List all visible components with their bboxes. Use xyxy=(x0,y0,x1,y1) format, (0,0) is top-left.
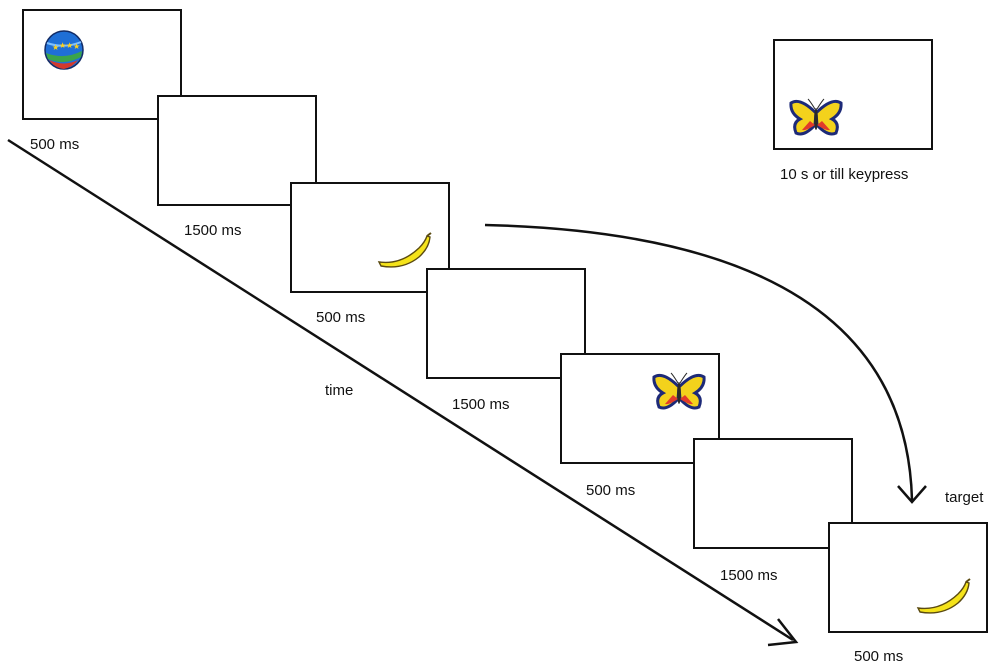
duration-label-2: 1500 ms xyxy=(184,222,242,239)
frame-6 xyxy=(693,438,853,549)
svg-text:★: ★ xyxy=(73,42,80,51)
frame-4 xyxy=(426,268,586,379)
frame-3 xyxy=(290,182,450,293)
duration-label-1: 500 ms xyxy=(30,136,80,153)
ball-icon: ★ ★ ★ ★ xyxy=(44,30,84,70)
svg-text:★: ★ xyxy=(52,43,59,52)
frame-7-target xyxy=(828,522,988,633)
target-curved-arrowhead xyxy=(897,485,927,504)
cue-duration-label: 10 s or till keypress xyxy=(780,166,909,183)
svg-text:★: ★ xyxy=(66,41,73,50)
frame-1: ★ ★ ★ ★ xyxy=(22,9,182,120)
cue-frame xyxy=(773,39,933,150)
banana-icon xyxy=(377,232,432,268)
time-axis-label: time xyxy=(325,382,354,399)
duration-label-7: 500 ms xyxy=(854,648,904,665)
duration-label-3: 500 ms xyxy=(316,309,366,326)
frame-5 xyxy=(560,353,720,464)
butterfly-icon xyxy=(652,372,706,410)
time-axis-arrowhead xyxy=(767,618,799,647)
banana-icon xyxy=(916,578,971,614)
svg-text:★: ★ xyxy=(59,41,66,50)
target-label: target xyxy=(945,489,984,506)
duration-label-5: 500 ms xyxy=(586,482,636,499)
duration-label-4: 1500 ms xyxy=(452,396,510,413)
butterfly-icon xyxy=(789,98,843,136)
target-curved-arrow xyxy=(484,223,914,501)
time-axis-arrow xyxy=(7,138,794,642)
duration-label-6: 1500 ms xyxy=(720,567,778,584)
